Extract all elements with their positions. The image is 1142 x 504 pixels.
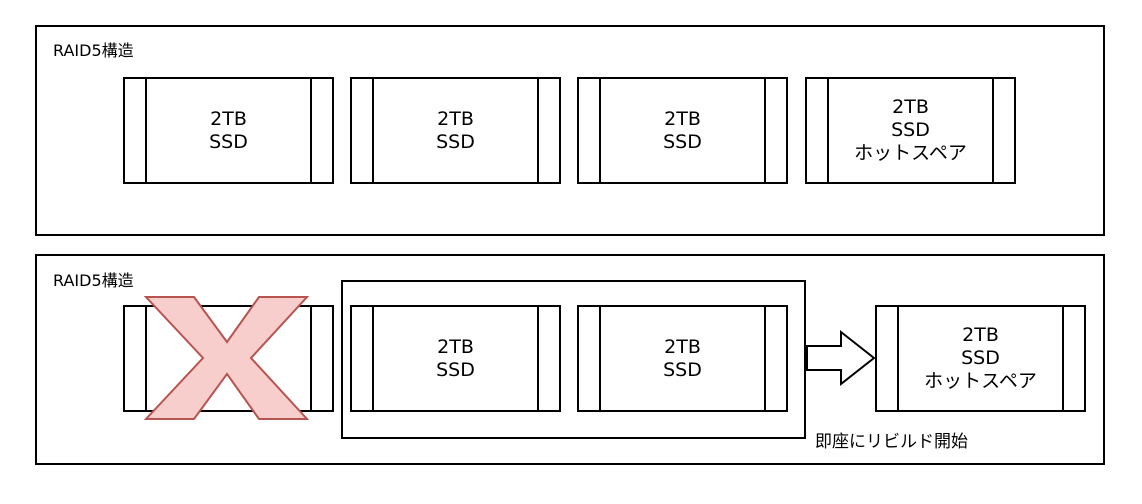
drive-type: SSD — [436, 358, 475, 381]
drive-3: 2TB SSD — [577, 77, 788, 184]
drive-label: 2TB SSD ホットスペア — [899, 307, 1062, 410]
rebuild-caption: 即座にリビルド開始 — [815, 432, 968, 452]
drive-type: SSD — [663, 130, 702, 153]
right-arrow-icon — [806, 329, 876, 387]
drive-type: SSD — [891, 119, 930, 141]
drive-capacity: 2TB — [210, 107, 247, 130]
hot-spare-drive: 2TB SSD ホットスペア — [805, 77, 1016, 184]
panel-title: RAID5構造 — [53, 271, 134, 290]
drive-type: SSD — [209, 130, 248, 153]
drive-2: 2TB SSD — [350, 305, 561, 412]
drive-capacity: 2TB — [664, 335, 701, 358]
drive-capacity: 2TB — [664, 107, 701, 130]
panel-title: RAID5構造 — [53, 41, 134, 60]
drive-capacity: 2TB — [437, 107, 474, 130]
drive-2: 2TB SSD — [350, 77, 561, 184]
drive-capacity: 2TB — [892, 96, 929, 118]
drive-role: ホットスペア — [924, 370, 1037, 392]
drive-label: 2TB SSD — [147, 79, 310, 182]
drive-label: 2TB SSD — [601, 307, 764, 410]
drive-capacity: 2TB — [437, 335, 474, 358]
drive-label: 2TB SSD ホットスペア — [829, 79, 992, 182]
drive-label: 2TB SSD — [601, 79, 764, 182]
x-mark-icon — [143, 296, 310, 420]
drive-capacity: 2TB — [962, 324, 999, 346]
drive-1: 2TB SSD — [123, 77, 334, 184]
drive-type: SSD — [436, 130, 475, 153]
drive-type: SSD — [961, 347, 1000, 369]
rebuild-group — [341, 280, 806, 439]
hot-spare-drive: 2TB SSD ホットスペア — [875, 305, 1086, 412]
drive-type: SSD — [663, 358, 702, 381]
drive-label: 2TB SSD — [374, 307, 537, 410]
drive-label: 2TB SSD — [374, 79, 537, 182]
drive-role: ホットスペア — [854, 142, 967, 164]
drive-3: 2TB SSD — [577, 305, 788, 412]
